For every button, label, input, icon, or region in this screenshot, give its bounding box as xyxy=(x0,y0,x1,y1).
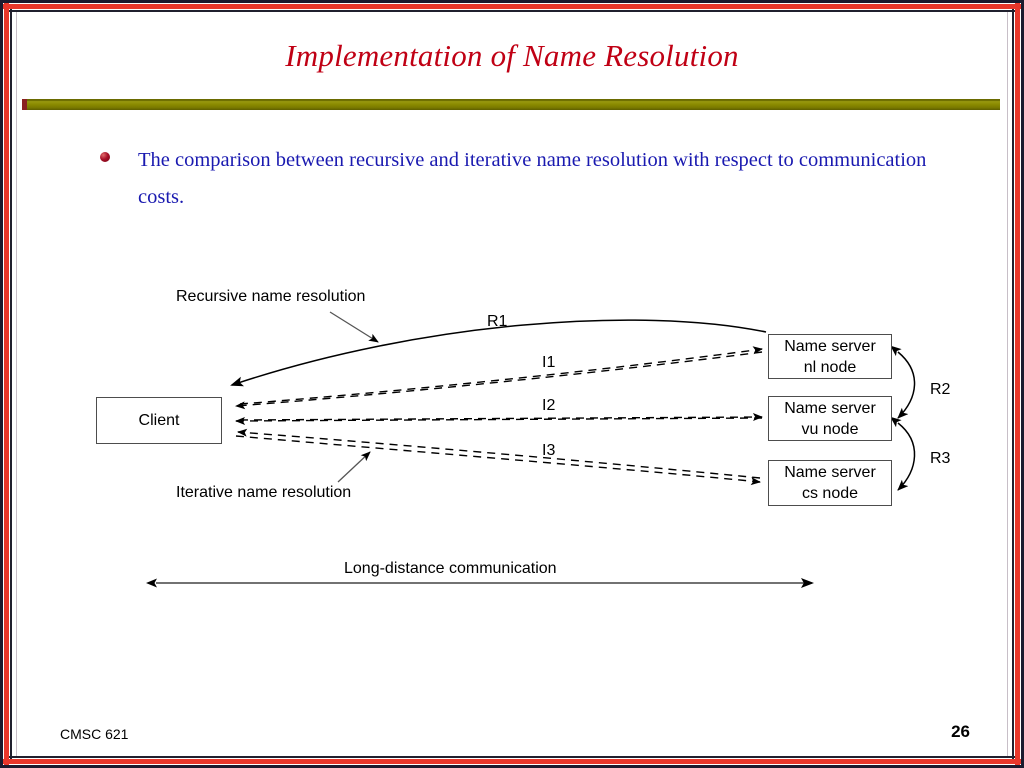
slide-border-red-bottom xyxy=(3,759,1021,764)
footer-course-label: CMSC 621 xyxy=(60,726,129,742)
edge-r3 xyxy=(890,416,916,491)
slide-border-red-right xyxy=(1015,3,1020,765)
name-server-nl-box[interactable]: Name server nl node xyxy=(768,334,892,379)
slide-border-inner-left xyxy=(10,9,12,759)
slide-border-inner-right xyxy=(1012,9,1014,759)
name-server-cs-box[interactable]: Name server cs node xyxy=(768,460,892,506)
slide-border-bottom xyxy=(0,765,1024,768)
edge-label-i2: I2 xyxy=(542,397,556,414)
edge-i2-to-vu xyxy=(239,413,763,422)
sphere-bullet-icon xyxy=(100,152,110,162)
ns-nl-line2: nl node xyxy=(803,359,857,376)
ns-vu-line1: Name server xyxy=(784,400,876,417)
client-box[interactable]: Client xyxy=(96,397,222,444)
edge-label-r3: R3 xyxy=(930,450,951,467)
edge-i1 xyxy=(235,351,763,410)
pointer-iterative xyxy=(337,451,371,483)
edge-i1-forward xyxy=(236,356,760,410)
title-divider-bar xyxy=(22,99,1000,110)
slide-border-red-left xyxy=(4,3,9,765)
ns-cs-line1: Name server xyxy=(784,464,876,481)
edge-r2 xyxy=(890,345,916,419)
edge-label-r1: R1 xyxy=(487,313,508,330)
pointer-recursive xyxy=(329,311,379,343)
slide-border-left xyxy=(0,0,3,768)
label-iterative-name-resolution: Iterative name resolution xyxy=(176,484,352,501)
client-label: Client xyxy=(138,412,180,429)
label-recursive-name-resolution: Recursive name resolution xyxy=(176,288,366,305)
edge-i3 xyxy=(235,428,761,486)
edge-i2 xyxy=(235,416,763,425)
edge-label-r2: R2 xyxy=(930,381,951,398)
bullet-item: The comparison between recursive and ite… xyxy=(100,142,960,216)
slide-border-hairline-right xyxy=(1007,12,1008,756)
ns-nl-line1: Name server xyxy=(784,338,876,355)
slide-title: Implementation of Name Resolution xyxy=(285,38,739,73)
slide-border-inner-bottom xyxy=(9,756,1015,758)
slide-border-hairline-left xyxy=(16,12,17,756)
slide-border-inner-top xyxy=(9,10,1015,12)
label-long-distance-communication: Long-distance communication xyxy=(344,560,557,577)
name-server-vu-box[interactable]: Name server vu node xyxy=(768,396,892,441)
edge-i1-to-nl xyxy=(239,346,763,405)
slide-border-right xyxy=(1021,0,1024,768)
ns-vu-line2: vu node xyxy=(801,421,859,438)
slide-border-red-top xyxy=(3,4,1021,9)
edge-label-i1: I1 xyxy=(542,354,556,371)
ns-cs-line2: cs node xyxy=(801,485,859,502)
footer-page-number: 26 xyxy=(951,722,970,741)
bullet-text: The comparison between recursive and ite… xyxy=(138,149,927,208)
edge-label-i3: I3 xyxy=(542,442,556,459)
slide-border-top xyxy=(0,0,1024,3)
